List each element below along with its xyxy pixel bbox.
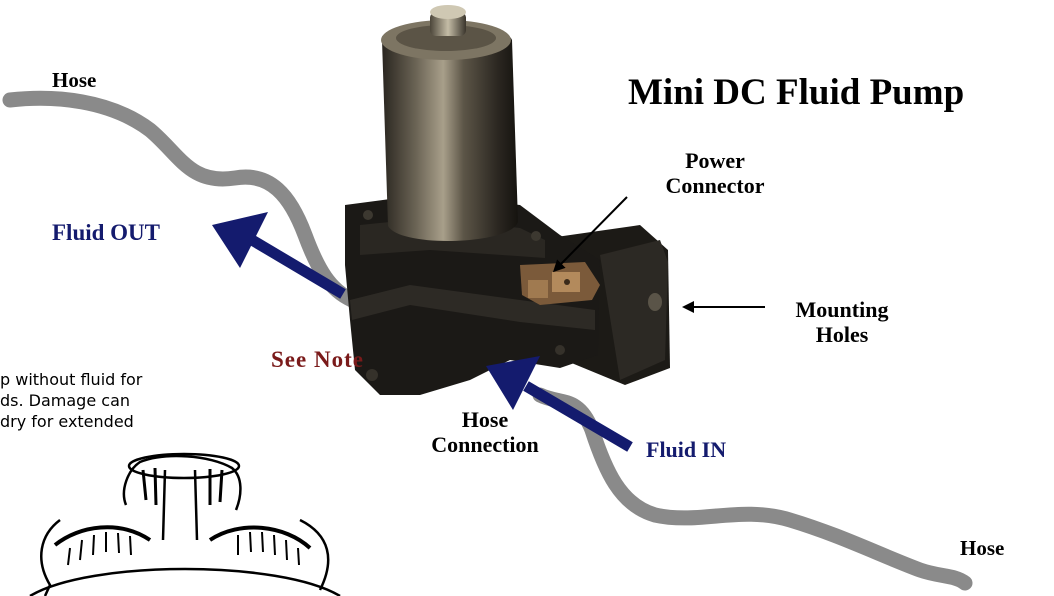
hose-outlet-tube: [2, 90, 360, 308]
impeller-sketch: [29, 452, 341, 596]
power-connector-line1: Power: [685, 148, 745, 173]
power-connector-leader: [552, 196, 628, 273]
power-connector-terminals: [520, 262, 600, 305]
power-connector-label: Power Connector: [640, 148, 790, 199]
warning-note: p without fluid for ds. Damage can dry f…: [0, 369, 142, 432]
hose-connection-line1: Hose: [461, 407, 509, 432]
fluid-in-arrow: [486, 356, 633, 452]
motor-shaft-cap: [430, 5, 466, 36]
warning-note-line1: p without fluid for: [0, 370, 143, 389]
fluid-in-label: Fluid IN: [646, 437, 727, 462]
fluid-out-label: Fluid OUT: [52, 220, 161, 245]
fluid-out-arrow: [212, 212, 346, 299]
mounting-hole: [648, 293, 662, 311]
hose-connection-line2: Connection: [431, 432, 539, 458]
hose-inlet-tube: [532, 387, 973, 591]
motor-can: [381, 20, 518, 241]
warning-note-line3: dry for extended: [0, 412, 134, 431]
hose-top-label: Hose: [52, 68, 97, 92]
power-connector-line2: Connector: [665, 173, 765, 199]
see-note-label: See Note: [271, 347, 364, 372]
mounting-holes-line1: Mounting: [795, 297, 889, 322]
mounting-holes-line2: Holes: [815, 322, 869, 348]
page-title: Mini DC Fluid Pump: [628, 72, 965, 113]
hose-connection-label: Hose Connection: [410, 407, 560, 458]
mounting-holes-label: Mounting Holes: [772, 297, 912, 348]
warning-note-line2: ds. Damage can: [0, 391, 131, 410]
hose-bottom-label: Hose: [960, 536, 1005, 560]
